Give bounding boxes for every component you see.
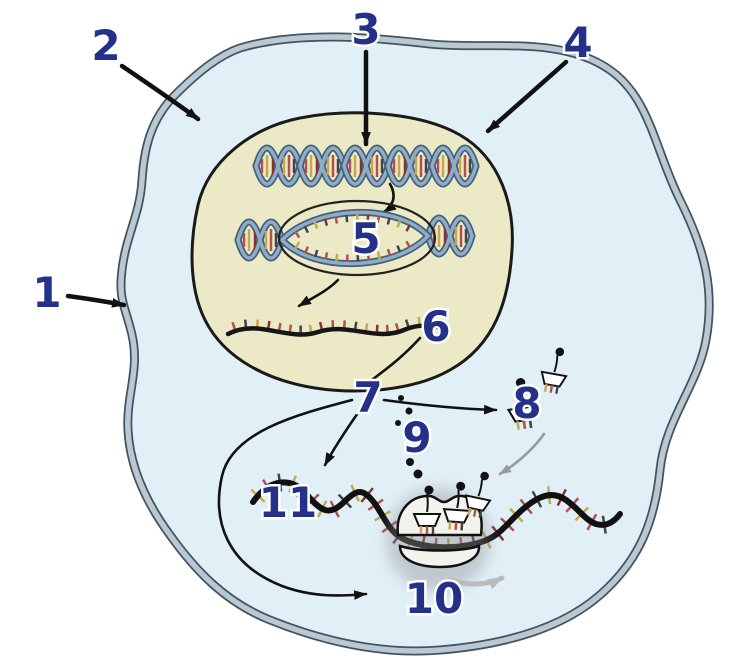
transcription-bubble — [238, 199, 472, 277]
bubble-to-mrna-arrow — [297, 278, 340, 308]
mrna-nuclear — [225, 323, 447, 337]
junction-loop-to-ribosome-arrow — [217, 398, 368, 600]
ribosome-small-subunit — [398, 544, 481, 569]
label-9: 9 — [402, 413, 431, 462]
label-2: 2 — [91, 21, 120, 70]
mrna-exit-curve — [362, 336, 422, 388]
label-8: 8 — [512, 379, 541, 428]
label-1-arrow — [65, 293, 127, 308]
junction-downleft-arrow — [323, 408, 362, 467]
label-2-arrow — [119, 63, 201, 122]
trna-to-ribosome-arrow — [498, 432, 546, 476]
label-7: 7 — [353, 373, 382, 422]
label-1: 1 — [32, 268, 61, 317]
dna-to-bubble-arrow — [382, 182, 397, 214]
label-10: 10 — [405, 574, 463, 623]
label-4: 4 — [563, 18, 592, 67]
label-6: 6 — [421, 302, 450, 351]
label-4-arrow — [485, 59, 569, 134]
bubble-outline — [277, 199, 437, 277]
label-11: 11 — [259, 478, 317, 527]
label-3: 3 — [351, 5, 380, 54]
amino-acid-dots — [395, 395, 423, 479]
junction-to-trna-arrow — [382, 398, 498, 415]
label-5: 5 — [351, 214, 380, 263]
cell-membrane-band — [118, 34, 712, 654]
translation-direction-arrow — [447, 575, 505, 590]
